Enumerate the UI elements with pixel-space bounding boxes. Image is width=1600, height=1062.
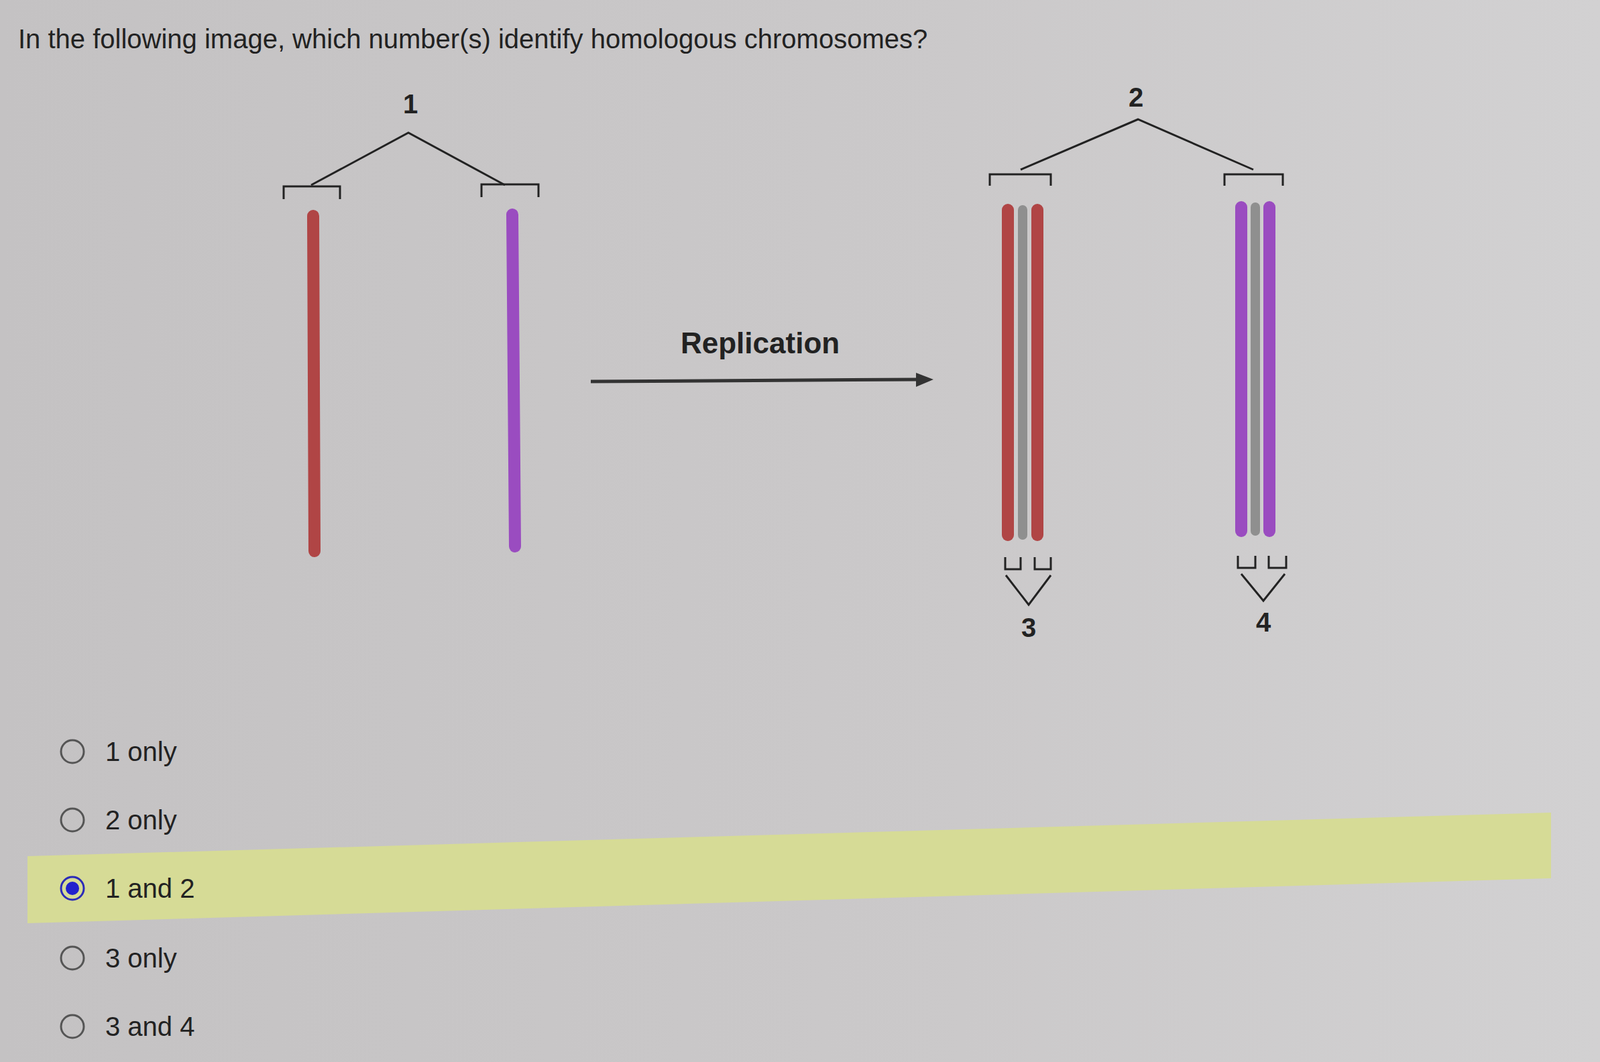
selection-highlight bbox=[27, 812, 1552, 924]
question-title: In the following image, which number(s) … bbox=[18, 23, 928, 55]
replication-arrow bbox=[590, 372, 934, 387]
callout-number: 4 bbox=[1255, 606, 1271, 638]
radio-buttons bbox=[61, 740, 84, 1039]
callout-number: 1 bbox=[403, 88, 418, 120]
answer-option: 2 only bbox=[105, 804, 178, 836]
answer-option: 3 only bbox=[105, 942, 178, 974]
chromosomes bbox=[313, 207, 1270, 552]
answer-option: 3 and 4 bbox=[105, 1011, 195, 1043]
answer-option: 1 and 2 bbox=[105, 873, 195, 904]
callout-number: 2 bbox=[1128, 81, 1144, 113]
answer-option: 1 only bbox=[105, 736, 178, 768]
callout-number: 3 bbox=[1021, 612, 1037, 644]
brackets bbox=[283, 119, 1287, 605]
process-label: Replication bbox=[680, 326, 840, 361]
